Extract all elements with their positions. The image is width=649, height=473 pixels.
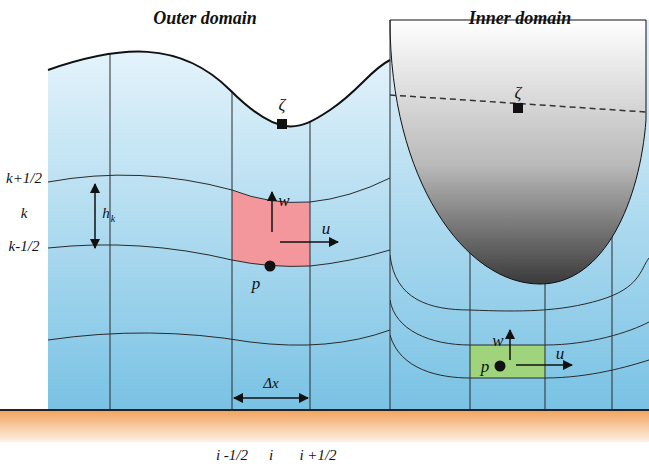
layer-interface xyxy=(48,245,390,267)
zeta-point xyxy=(513,103,523,113)
layer-interface xyxy=(48,330,390,345)
ice-shelf xyxy=(390,20,646,284)
w-arrow xyxy=(509,330,511,360)
variable-label: p xyxy=(252,275,261,292)
layer-interface xyxy=(48,175,390,202)
dx-arrow xyxy=(234,397,308,399)
w-arrow xyxy=(271,192,273,232)
variable-label: u xyxy=(556,345,565,362)
layer-interface xyxy=(390,335,649,378)
column-index: i xyxy=(269,448,273,463)
bottom-line xyxy=(0,409,649,411)
pressure-point xyxy=(265,261,276,272)
layer-index: k xyxy=(21,206,28,221)
inner-water xyxy=(390,20,649,410)
layer-index: k+1/2 xyxy=(6,171,42,186)
grid-line xyxy=(232,30,233,410)
thickness-arrow xyxy=(94,184,96,248)
zeta-point xyxy=(277,119,287,129)
variable-label: ζ xyxy=(279,96,286,113)
variable-label: p xyxy=(481,358,490,375)
layer-interface xyxy=(390,300,649,345)
inner-cell xyxy=(470,345,545,378)
column-index: i -1/2 xyxy=(216,448,248,463)
outer-cell xyxy=(232,190,310,266)
u-arrow xyxy=(516,364,572,366)
variable-label: w xyxy=(278,192,289,209)
pressure-point xyxy=(495,361,506,372)
domain-boundary xyxy=(390,20,391,410)
sea-bed xyxy=(0,410,649,442)
u-arrow xyxy=(280,241,338,243)
variable-label: w xyxy=(492,332,503,349)
variable-label: u xyxy=(322,220,331,237)
outer-water xyxy=(48,52,390,410)
layer-index: k-1/2 xyxy=(9,239,40,254)
thickness-subscript: k xyxy=(111,214,115,224)
region-title: Inner domain xyxy=(469,9,572,27)
grid-line xyxy=(310,30,311,410)
column-index: i +1/2 xyxy=(299,448,336,463)
region-title: Outer domain xyxy=(153,9,257,27)
variable-label: ζ xyxy=(515,84,522,101)
spacing-label: Δx xyxy=(263,376,278,391)
free-surface xyxy=(48,52,390,127)
thickness-label: h xyxy=(102,206,110,221)
